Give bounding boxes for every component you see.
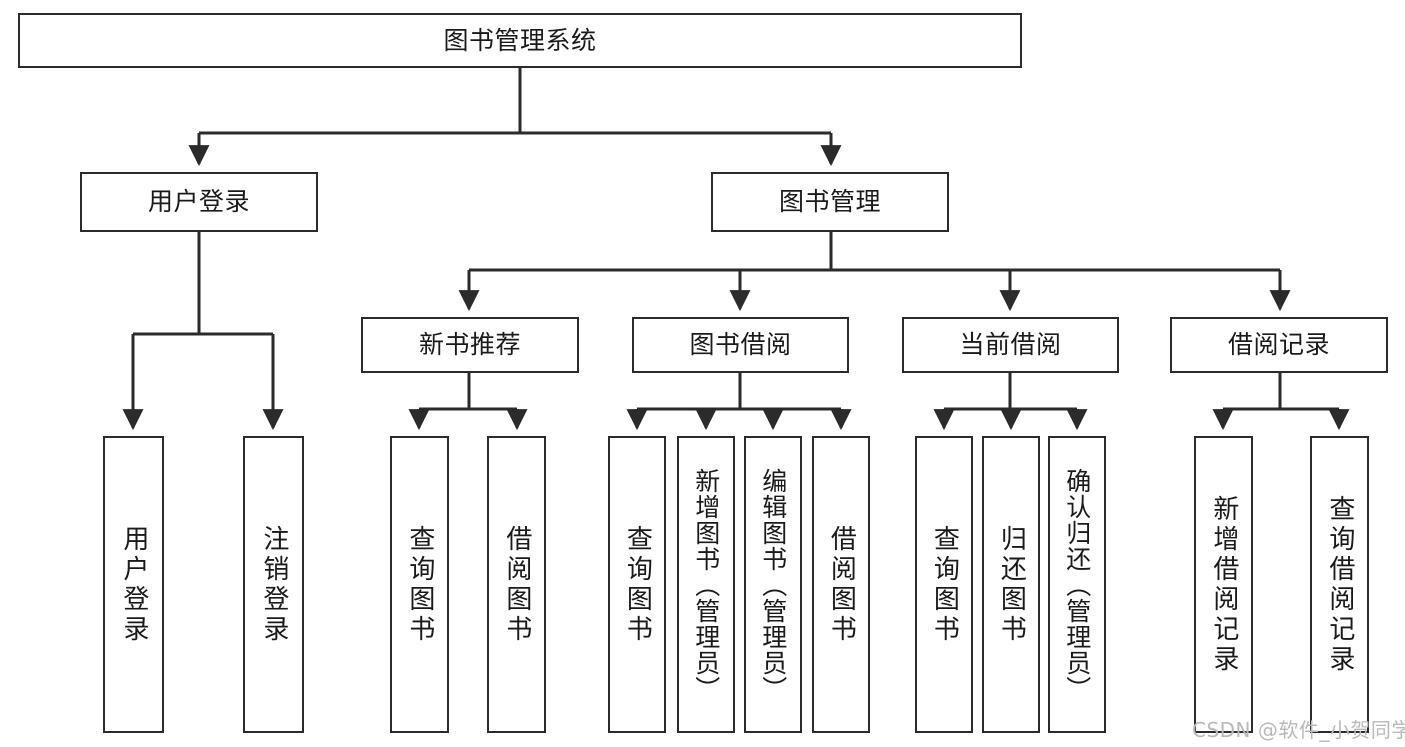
node-leaf-logout-label: 注销登录 [258,524,289,645]
node-leaf-add-book-admin[interactable]: 新增图书（管理员） [677,436,735,733]
node-borrow-record[interactable]: 借阅记录 [1170,317,1388,373]
node-leaf-borrow-book-1-label: 借阅图书 [501,524,532,645]
node-leaf-user-login-label: 用户登录 [118,524,149,645]
node-book-manage[interactable]: 图书管理 [711,172,949,232]
node-leaf-return-book-label: 归还图书 [996,524,1027,645]
node-leaf-query-book-2-label: 查询图书 [622,524,653,645]
node-leaf-query-book-3[interactable]: 查询图书 [915,436,973,733]
node-leaf-confirm-return-admin[interactable]: 确认归还（管理员） [1048,436,1106,733]
node-leaf-edit-book-admin[interactable]: 编辑图书（管理员） [744,436,802,733]
node-leaf-query-book-1[interactable]: 查询图书 [390,436,449,733]
node-book-borrow[interactable]: 图书借阅 [632,317,849,373]
node-leaf-borrow-book-2[interactable]: 借阅图书 [812,436,870,733]
node-user-login[interactable]: 用户登录 [80,172,318,232]
node-leaf-confirm-return-admin-label: 确认归还（管理员） [1062,467,1092,702]
node-leaf-query-book-2[interactable]: 查询图书 [608,436,666,733]
node-leaf-add-book-admin-label: 新增图书（管理员） [691,467,721,702]
node-leaf-borrow-book-2-label: 借阅图书 [826,524,857,645]
node-leaf-return-book[interactable]: 归还图书 [982,436,1040,733]
node-leaf-edit-book-admin-label: 编辑图书（管理员） [758,467,788,702]
node-leaf-add-borrow-record-label: 新增借阅记录 [1208,494,1239,675]
node-leaf-query-book-1-label: 查询图书 [404,524,435,645]
watermark-text: CSDN @软件_小贺同学 [1192,718,1405,742]
node-leaf-add-borrow-record[interactable]: 新增借阅记录 [1194,436,1253,733]
node-book-manage-label: 图书管理 [778,187,881,217]
node-book-borrow-label: 图书借阅 [689,330,792,360]
node-leaf-user-login[interactable]: 用户登录 [103,436,164,733]
node-current-borrow-label: 当前借阅 [959,330,1062,360]
node-leaf-query-borrow-record[interactable]: 查询借阅记录 [1310,436,1369,733]
node-current-borrow[interactable]: 当前借阅 [902,317,1119,373]
node-root-system[interactable]: 图书管理系统 [18,13,1022,68]
node-user-login-label: 用户登录 [147,187,250,217]
node-root-label: 图书管理系统 [443,25,597,55]
node-borrow-record-label: 借阅记录 [1227,330,1330,360]
node-leaf-borrow-book-1[interactable]: 借阅图书 [487,436,546,733]
node-leaf-logout[interactable]: 注销登录 [243,436,304,733]
node-new-book-recommend[interactable]: 新书推荐 [361,317,579,373]
node-leaf-query-borrow-record-label: 查询借阅记录 [1324,494,1355,675]
node-leaf-query-book-3-label: 查询图书 [929,524,960,645]
node-new-book-recommend-label: 新书推荐 [418,330,521,360]
